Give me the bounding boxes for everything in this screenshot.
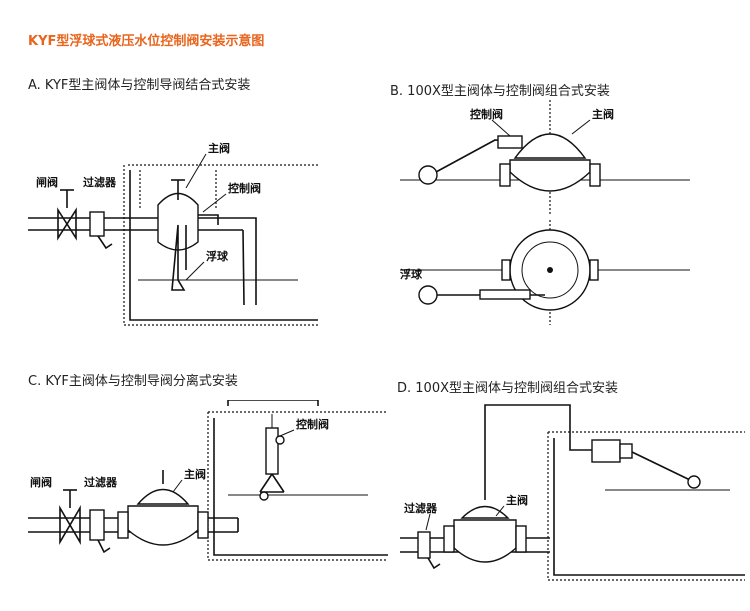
main-valve-c xyxy=(136,488,190,505)
label-filter-a: 过滤器 xyxy=(83,175,117,189)
tank-wall-d xyxy=(547,432,745,581)
label-control-valve-c: 控制阀 xyxy=(296,417,329,431)
diagram-a: 闸阀 过滤器 主阀 控制阀 浮球 xyxy=(28,141,318,326)
float-ball-b-top xyxy=(418,165,438,185)
float-ball-b xyxy=(418,285,438,305)
diagram-b: 控制阀 主阀 浮球 xyxy=(400,100,690,325)
label-main-valve-d: 主阀 xyxy=(506,493,528,507)
main-valve-a xyxy=(157,192,199,251)
filter-d xyxy=(417,531,431,559)
label-float-ball-b: 浮球 xyxy=(400,267,423,281)
caption-a: A. KYF型主阀体与控制导阀结合式安装 xyxy=(28,78,251,93)
label-main-valve-c: 主阀 xyxy=(184,467,206,481)
main-valve-b xyxy=(513,133,587,159)
label-control-valve-b: 控制阀 xyxy=(470,107,503,121)
label-main-valve-b: 主阀 xyxy=(592,107,614,121)
label-gate-valve-c: 闸阀 xyxy=(30,475,52,489)
label-float-ball-a: 浮球 xyxy=(206,249,229,263)
control-valve-a xyxy=(198,214,219,225)
control-valve-d xyxy=(591,439,621,463)
main-valve-d xyxy=(460,505,510,519)
tank-wall-c xyxy=(207,412,388,561)
label-gate-valve-a: 闸阀 xyxy=(36,175,58,189)
gate-valve-a xyxy=(57,207,77,241)
diagram-c: 闸阀 过滤器 主阀 控制阀 xyxy=(28,400,388,561)
diagram-d: 过滤器 主阀 xyxy=(400,404,745,581)
control-valve-c xyxy=(265,427,279,475)
label-main-valve-a: 主阀 xyxy=(208,141,230,155)
gate-valve-c xyxy=(59,505,81,545)
label-filter-c: 过滤器 xyxy=(84,475,118,489)
label-control-valve-a: 控制阀 xyxy=(228,181,261,195)
page-title: KYF型浮球式液压水位控制阀安装示意图 xyxy=(28,34,265,49)
caption-b: B. 100X型主阀体与控制阀组合式安装 xyxy=(390,84,610,99)
control-valve-b xyxy=(497,135,523,149)
tank-wall-a xyxy=(123,165,318,326)
caption-c: C. KYF主阀体与控制导阀分离式安装 xyxy=(28,374,238,389)
filter-a xyxy=(89,211,105,237)
label-filter-d: 过滤器 xyxy=(404,501,438,515)
filter-c xyxy=(89,509,105,541)
caption-d: D. 100X型主阀体与控制阀组合式安装 xyxy=(397,381,618,396)
